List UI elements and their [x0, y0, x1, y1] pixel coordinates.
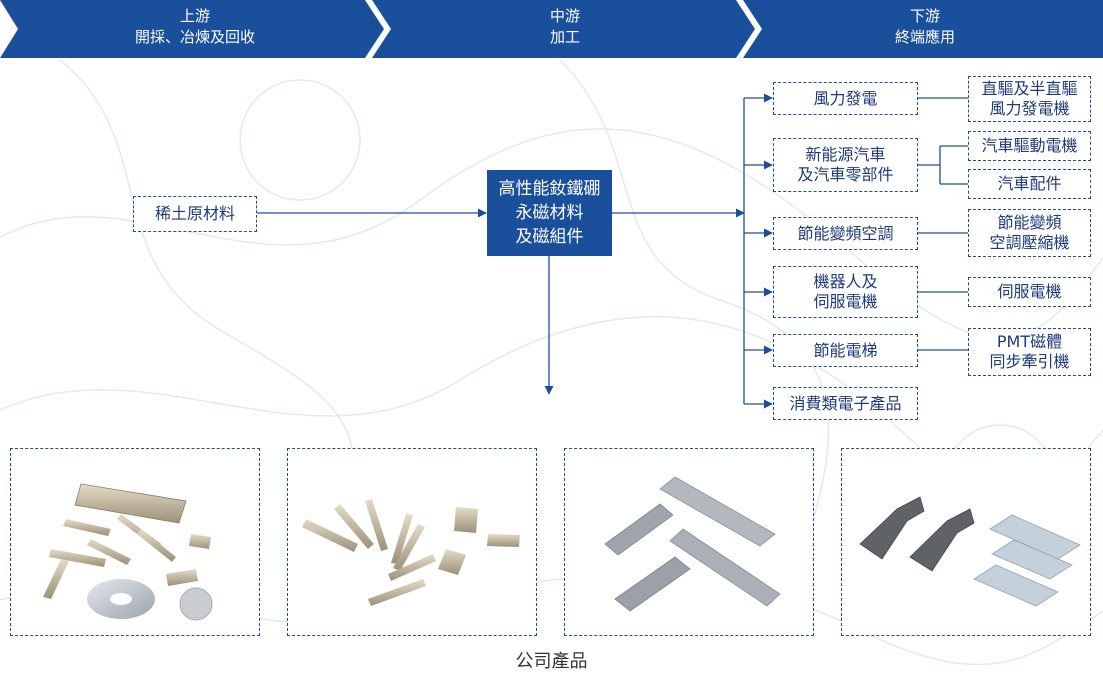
- stage-upstream-desc: 開採、冶煉及回收: [134, 28, 255, 46]
- stage-chevron-bar: [0, 0, 1103, 58]
- application-elevator-label: 節能電梯: [813, 340, 878, 360]
- stage-midstream-title: 中游: [549, 7, 580, 25]
- rare-earth-material-label: 稀土原材料: [154, 204, 235, 223]
- product-drive-motor-label: 汽車驅動電機: [981, 136, 1078, 155]
- product-drive-motor: 汽車驅動電機: [968, 131, 1091, 161]
- application-wind-power: 風力發電: [773, 82, 918, 115]
- application-robot-line2: 伺服電機: [813, 292, 878, 311]
- bar-magnets-photo: [287, 448, 537, 636]
- application-inverter-ac: 節能變頻空調: [773, 217, 918, 250]
- application-inverter-ac-label: 節能變頻空調: [797, 223, 894, 243]
- magnet-assortment-photo: [10, 448, 260, 636]
- product-wind-generator: 直驅及半直驅 風力發電機: [968, 76, 1091, 122]
- application-wind-power-label: 風力發電: [813, 88, 878, 108]
- product-wind-generator-line2: 風力發電機: [989, 99, 1070, 118]
- rare-earth-material-box: 稀土原材料: [133, 196, 257, 232]
- ndfeb-magnet-line3: 及磁組件: [515, 227, 584, 247]
- ndfeb-magnet-line2: 永磁材料: [515, 203, 584, 223]
- product-auto-parts-label: 汽車配件: [997, 174, 1062, 193]
- stage-upstream-label: 上游 開採、冶煉及回收: [60, 6, 330, 48]
- stage-chevron-downstream: [743, 0, 1103, 58]
- stage-downstream-desc: 終端應用: [894, 28, 955, 46]
- products-caption: 公司產品: [515, 651, 588, 672]
- application-elevator: 節能電梯: [773, 334, 918, 367]
- stage-downstream-title: 下游: [909, 7, 940, 25]
- application-nev-line2: 及汽車零部件: [797, 165, 894, 184]
- product-ac-compressor-line1: 節能變頻: [997, 213, 1062, 232]
- application-robot-line1: 機器人及: [813, 272, 878, 291]
- product-auto-parts: 汽車配件: [968, 169, 1091, 199]
- application-electronics-label: 消費類電子產品: [789, 393, 902, 413]
- stage-downstream-label: 下游 終端應用: [790, 6, 1060, 48]
- application-robot-servo: 機器人及 伺服電機: [773, 266, 918, 318]
- stage-upstream-title: 上游: [179, 7, 210, 25]
- ndfeb-magnet-box: 高性能釹鐵硼 永磁材料 及磁組件: [487, 170, 612, 256]
- arc-segments-photo: [841, 448, 1091, 636]
- product-ac-compressor: 節能變頻 空調壓縮機: [968, 209, 1091, 257]
- application-nev-line1: 新能源汽車: [805, 145, 886, 164]
- large-plates-photo: [564, 448, 814, 636]
- product-servo-motor: 伺服電機: [968, 277, 1091, 307]
- stage-midstream-desc: 加工: [549, 28, 580, 46]
- stage-chevron-upstream: [0, 0, 384, 58]
- product-traction-machine: PMT磁體 同步牽引機: [968, 328, 1091, 376]
- product-traction-line1: PMT磁體: [996, 332, 1063, 351]
- application-new-energy-vehicle: 新能源汽車 及汽車零部件: [773, 138, 918, 192]
- ndfeb-magnet-line1: 高性能釹鐵硼: [498, 179, 601, 199]
- product-servo-motor-label: 伺服電機: [997, 282, 1062, 301]
- product-wind-generator-line1: 直驅及半直驅: [981, 79, 1078, 98]
- stage-chevron-midstream: [372, 0, 755, 58]
- application-consumer-electronics: 消費類電子產品: [773, 387, 918, 420]
- product-ac-compressor-line2: 空調壓縮機: [989, 233, 1070, 252]
- stage-midstream-label: 中游 加工: [430, 6, 700, 48]
- product-traction-line2: 同步牽引機: [989, 352, 1070, 371]
